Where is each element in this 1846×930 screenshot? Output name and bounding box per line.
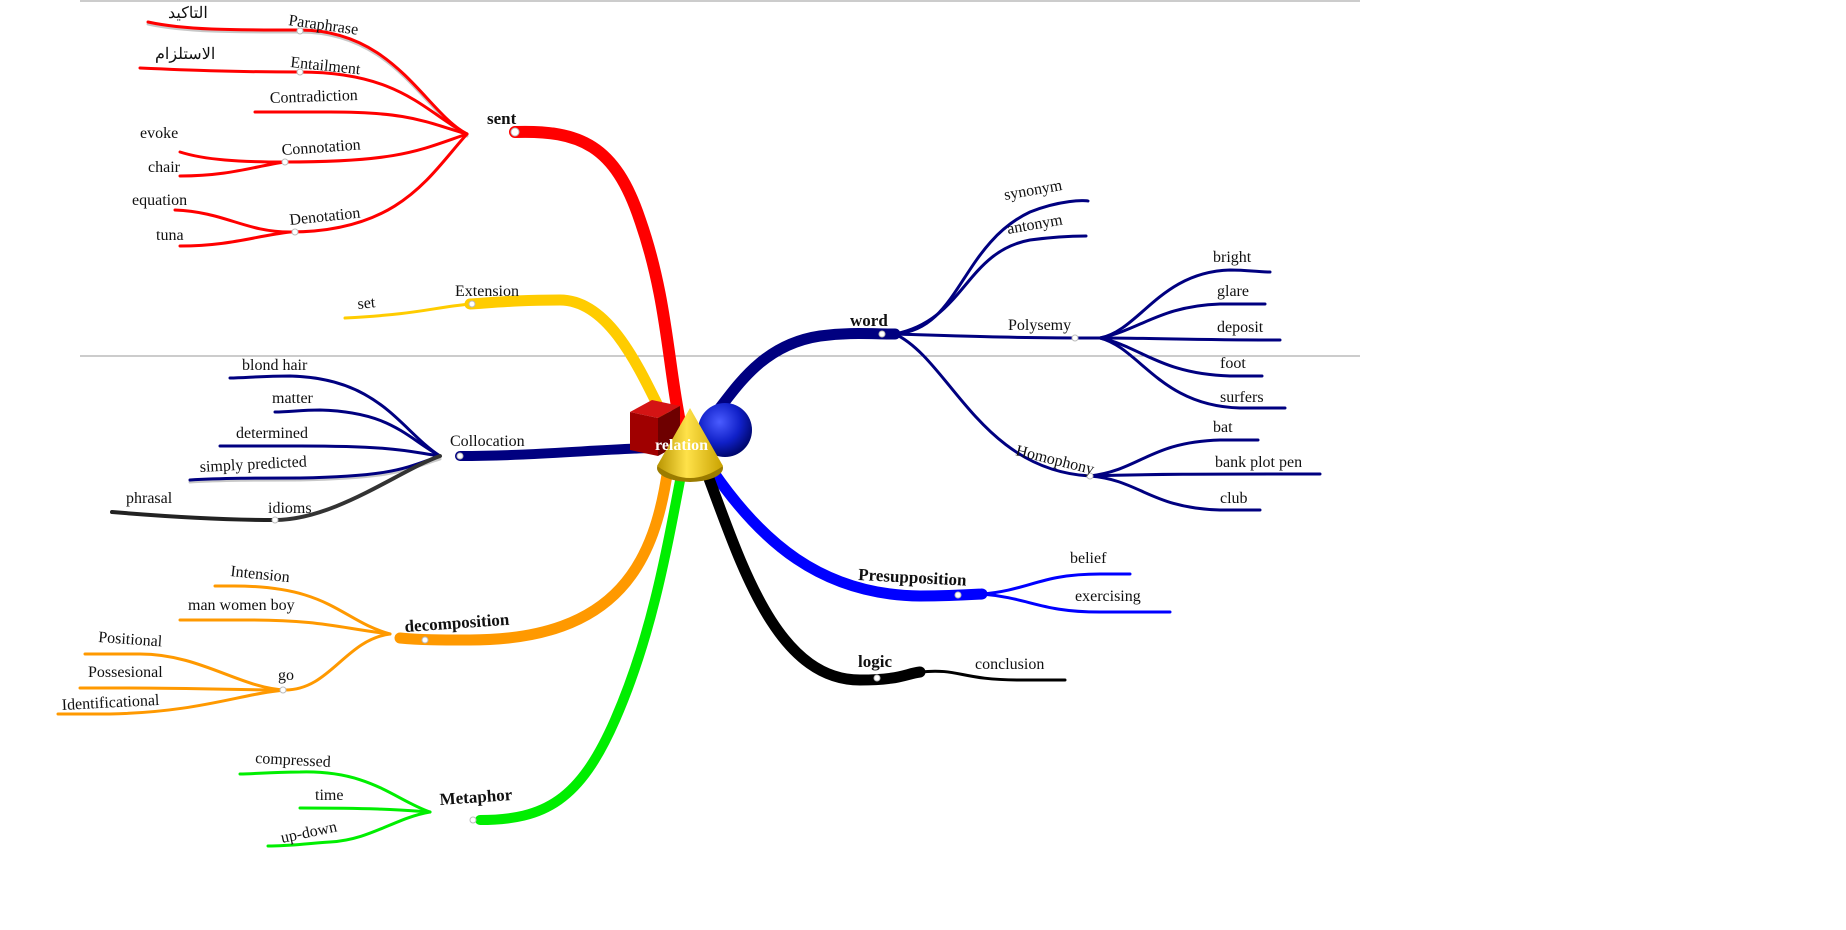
leaf-identificational[interactable]: Identificational — [61, 692, 160, 714]
node-homophony[interactable]: Homophony — [1014, 442, 1096, 478]
leaf-set[interactable]: set — [357, 294, 377, 313]
leaf-surfers[interactable]: surfers — [1220, 389, 1264, 406]
node-contradiction[interactable]: Contradiction — [270, 87, 359, 107]
leaf-belief[interactable]: belief — [1070, 550, 1107, 567]
leaf-paraphrase-arabic[interactable]: التاكيد — [168, 5, 208, 22]
node-collocation[interactable]: Collocation — [450, 433, 525, 450]
node-polysemy[interactable]: Polysemy — [1008, 317, 1071, 334]
leaf-phrasal[interactable]: phrasal — [126, 490, 173, 507]
leaf-exercising[interactable]: exercising — [1075, 588, 1141, 605]
leaf-tuna[interactable]: tuna — [156, 227, 184, 244]
leaf-bright[interactable]: bright — [1213, 249, 1252, 266]
node-sent[interactable]: sent — [487, 109, 517, 128]
leaf-blond-hair[interactable]: blond hair — [242, 357, 308, 374]
node-extension[interactable]: Extension — [455, 283, 519, 300]
center-node[interactable]: relation — [630, 400, 752, 482]
node-synonym[interactable]: synonym — [1003, 177, 1064, 204]
center-label: relation — [655, 437, 708, 454]
leaf-foot[interactable]: foot — [1220, 355, 1246, 372]
leaf-chair[interactable]: chair — [148, 159, 181, 176]
node-antonym[interactable]: antonym — [1006, 211, 1065, 238]
collocation-branch: Collocation blond hair matter determined… — [188, 357, 655, 484]
node-idioms[interactable]: idioms — [268, 500, 312, 517]
leaf-conclusion[interactable]: conclusion — [975, 656, 1044, 673]
logic-branch: logic conclusion — [699, 462, 1067, 686]
leaf-simply-predicted[interactable]: simply predicted — [199, 453, 307, 476]
blue-sphere-icon — [698, 403, 752, 457]
presupposition-branch: Presupposition belief exercising — [706, 464, 1172, 614]
leaf-possesional[interactable]: Possesional — [88, 664, 163, 681]
metaphor-branch: Metaphor compressed time up-down — [238, 465, 687, 848]
extension-branch: Extension set — [343, 283, 671, 426]
leaf-evoke[interactable]: evoke — [140, 125, 178, 142]
word-branch: word synonym antonym Polysemy Homophony … — [706, 177, 1322, 512]
leaf-matter[interactable]: matter — [272, 390, 314, 407]
leaf-equation[interactable]: equation — [132, 192, 187, 209]
leaf-compressed[interactable]: compressed — [255, 750, 331, 771]
leaf-entailment-arabic[interactable]: الاستلزام — [155, 46, 215, 63]
leaf-positional[interactable]: Positional — [98, 629, 164, 650]
node-intension[interactable]: Intension — [230, 563, 291, 586]
decomposition-branch: decomposition Intension man women boy go… — [56, 462, 674, 716]
node-go[interactable]: go — [278, 667, 294, 684]
node-word[interactable]: word — [850, 311, 888, 330]
node-logic[interactable]: logic — [858, 652, 892, 671]
idioms-branch: idioms phrasal — [110, 454, 442, 524]
yellow-cone-icon — [657, 408, 723, 482]
node-man-women-boy[interactable]: man women boy — [188, 597, 295, 614]
leaf-club[interactable]: club — [1220, 490, 1248, 507]
node-decomposition[interactable]: decomposition — [404, 610, 510, 636]
leaf-glare[interactable]: glare — [1217, 283, 1249, 300]
leaf-time[interactable]: time — [315, 787, 343, 804]
node-connotation[interactable]: Connotation — [281, 137, 361, 159]
sent-branch: sent Paraphrase Entailment Contradiction… — [132, 5, 688, 438]
leaf-deposit[interactable]: deposit — [1217, 319, 1264, 336]
node-metaphor[interactable]: Metaphor — [439, 785, 513, 809]
leaf-determined[interactable]: determined — [236, 425, 308, 442]
leaf-bank-plot-pen[interactable]: bank plot pen — [1215, 454, 1302, 471]
leaf-bat[interactable]: bat — [1213, 419, 1233, 436]
